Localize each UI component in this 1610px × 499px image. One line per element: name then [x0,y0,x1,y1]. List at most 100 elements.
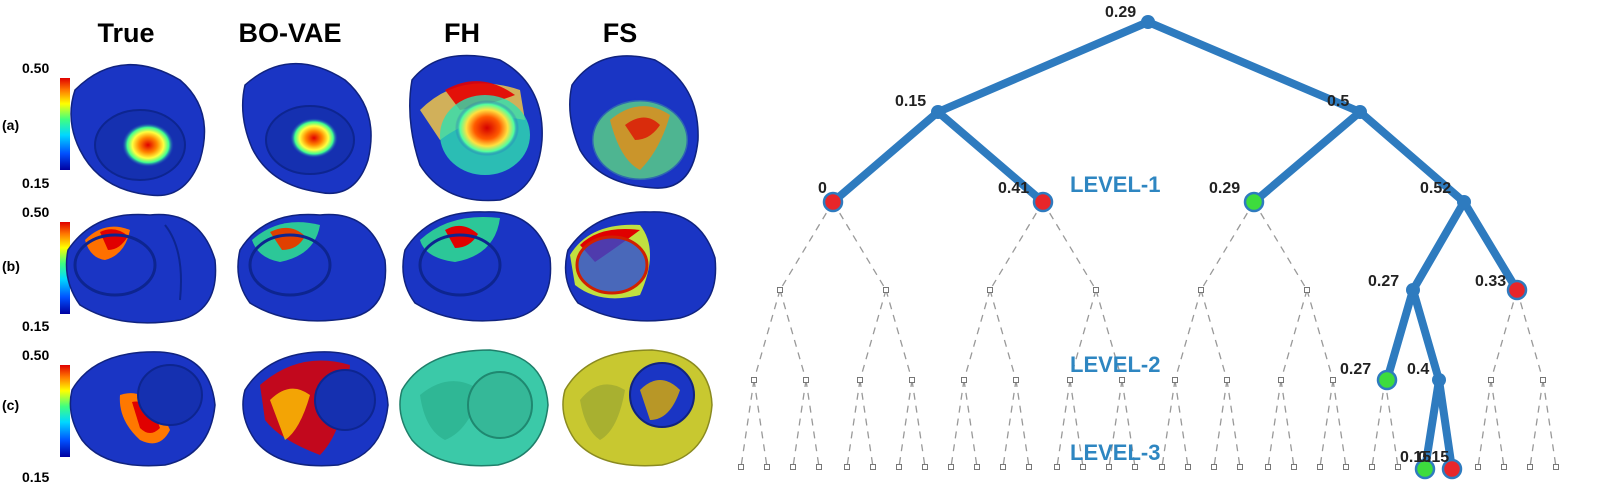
heart-a-bo-vae [241,62,372,194]
tree-node-root [1141,15,1155,29]
colorbar-row-a: 0.50 0.15 [22,60,70,191]
row-label-b: (b) [2,258,20,274]
grid-node [974,464,980,470]
grid-edge [740,379,755,468]
grid-edge [989,201,1044,291]
grid-node [1013,377,1019,383]
grid-edge [1161,379,1176,468]
grid-edge [753,289,781,381]
path-nodes [822,15,1528,480]
grid-edge [1490,289,1518,381]
grid-node [1000,464,1006,470]
heart-map-panel: True BO-VAE FH FS 0.50 0.15 (a) 0.50 0.1… [0,0,730,494]
grid-node [870,464,876,470]
grid-node [1080,464,1086,470]
colorbar-max-label: 0.50 [22,60,49,76]
grid-edge [885,289,913,381]
path-edges [829,18,1521,473]
tree-edge-bba-bbab [1409,286,1443,384]
node-label-bbb: 0.33 [1475,273,1506,290]
tree-panel: LEVEL-1 LEVEL-2 LEVEL-3 0.29 0.15 0.5 0 … [730,0,1610,494]
node-label-bb: 0.52 [1420,180,1451,197]
grid-node [738,464,744,470]
grid-edge [1015,379,1030,468]
heart-a-true [70,63,206,197]
grid-node [1330,377,1336,383]
node-label-bbaba: 0.15 [1400,449,1431,466]
level-1-label: LEVEL-1 [1070,172,1160,197]
tree-node-ab [1032,191,1054,213]
grid-edge [898,379,913,468]
colorbar-row-b: 0.50 0.15 [22,204,70,334]
heart-c-true [69,351,216,467]
grid-node [961,377,967,383]
grid-node [948,464,954,470]
grid-edge [963,379,978,468]
grid-edge [1200,201,1255,291]
grid-node [1304,287,1310,293]
heart-c-fs [562,349,713,467]
colorbar-max-label: 0.50 [22,204,49,220]
grid-edge [1306,289,1334,381]
tree-edge-b-ba [1250,108,1364,206]
col-title-fh: FH [444,18,480,48]
grid-node [1553,464,1559,470]
tree-edge-root-a [934,18,1152,116]
grid-node [844,464,850,470]
grid-edge [1319,379,1334,468]
grid-edge [1174,379,1189,468]
grid-edge [859,379,874,468]
level-2-label: LEVEL-2 [1070,352,1160,377]
grid-edge [989,289,1017,381]
grid-edge [779,201,834,291]
grid-edge [1384,379,1399,468]
grid-node [803,377,809,383]
node-label-bbab: 0.4 [1407,361,1429,378]
heart-c-fh [399,349,549,467]
grid-edge [1056,379,1071,468]
grid-node [1501,464,1507,470]
row-label-c: (c) [2,397,19,413]
tree-node-aa [822,191,844,213]
tree-edge-bb-bbb [1460,198,1521,294]
grid-edge [1280,289,1308,381]
grid-edge [1477,379,1492,468]
node-label-bbabb: 0.15 [1418,449,1449,466]
col-title-fs: FS [603,18,638,48]
heart-b-fs [564,211,717,322]
grid-node [1395,464,1401,470]
tree-edge-bba-bbaa [1383,286,1417,384]
col-title-true: True [97,18,154,48]
grid-node [987,287,993,293]
grid-node [857,377,863,383]
heart-a-fs [569,55,699,189]
node-label-bba: 0.27 [1368,273,1399,290]
tree-edge-bbab-bbaba [1421,376,1443,473]
grid-node [1291,464,1297,470]
node-label-a: 0.15 [895,93,926,110]
grid-edge [1280,379,1295,468]
tree-edge-a-ab [934,108,1047,206]
tree-node-bbab [1432,373,1446,387]
grid-node [922,464,928,470]
grid-edge [1371,379,1386,468]
grid-edges [740,201,1557,468]
grid-edge [963,289,991,381]
heart-b-fh [402,211,552,322]
grid-node [790,464,796,470]
heart-c-bo-vae [242,351,389,467]
grid-edge [1042,201,1097,291]
tree-edge-a-aa [829,108,942,206]
grid-node [1172,377,1178,383]
grid-node [1106,464,1112,470]
grid-edge [779,289,807,381]
grid-node [777,287,783,293]
grid-edge [1069,379,1084,468]
node-label-ab: 0.41 [998,180,1029,197]
grid-node [1317,464,1323,470]
grid-edge [1121,379,1136,468]
colorbar-row-c: 0.50 0.15 [22,347,70,485]
grid-node [1488,377,1494,383]
grid-edge [1095,289,1123,381]
grid-edge [1529,379,1544,468]
